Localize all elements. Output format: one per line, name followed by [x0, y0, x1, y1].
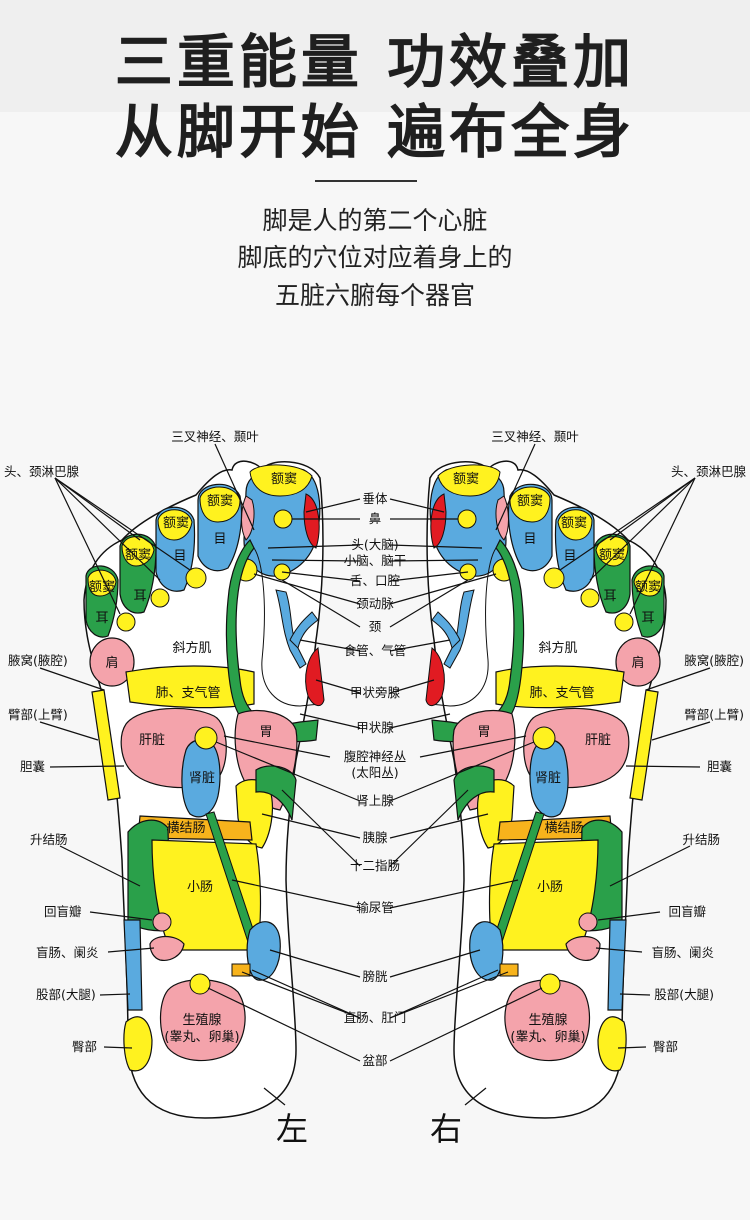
zone-label: 肩	[105, 655, 118, 671]
zone-label: 额窦	[207, 494, 233, 509]
zone-label: 横结肠	[544, 821, 583, 836]
right-label-upper-arm: 臂部(上臂)	[684, 707, 744, 722]
zone-label: 额窦	[271, 472, 297, 487]
zone-label: 耳	[641, 611, 654, 626]
left-label-ileocecal: 回盲瓣	[44, 904, 82, 919]
left-label-thigh: 股部(大腿)	[36, 987, 96, 1002]
zone-label: (睾丸、卵巢)	[164, 1029, 239, 1045]
center-label-rectum: 直肠、肛门	[344, 1010, 407, 1025]
zone-label: 额窦	[635, 580, 661, 595]
right-label-ileocecal: 回盲瓣	[668, 904, 706, 919]
right-label-gallbladder: 胆囊	[707, 759, 732, 774]
divider	[315, 180, 417, 182]
center-label-solar-plexus: (太阳丛)	[351, 765, 398, 780]
zone-label: 耳	[603, 589, 616, 604]
headline-line-2: 从脚开始 遍布全身	[114, 98, 636, 166]
right-label-thigh: 股部(大腿)	[654, 987, 714, 1002]
right-label-ascending-colon: 升结肠	[682, 832, 720, 847]
center-label-pancreas: 胰腺	[362, 830, 388, 845]
zone-label: 肩	[631, 655, 644, 671]
headline-line-1: 三重能量 功效叠加	[114, 28, 636, 96]
left-label-lymph: 头、颈淋巴腺	[4, 464, 80, 479]
center-label-pelvis: 盆部	[362, 1053, 387, 1068]
zone-label: 额窦	[89, 580, 115, 595]
right-foot-label: 右	[430, 1110, 462, 1148]
header-band	[0, 0, 750, 112]
zone-label: 胃	[259, 725, 272, 740]
center-label-adrenal: 肾上腺	[356, 793, 394, 808]
right-label-trigeminal: 三叉神经、颞叶	[491, 429, 579, 444]
right-side-labels: 三叉神经、颞叶 头、颈淋巴腺 腋窝(腋腔) 臂部(上臂) 胆囊 升结肠 回盲瓣 …	[491, 429, 746, 1054]
left-label-armpit: 腋窝(腋腔)	[8, 653, 68, 668]
zone-label: 额窦	[599, 548, 625, 563]
right-label-armpit: 腋窝(腋腔)	[684, 653, 744, 668]
intro-line-3: 五脏六腑每个器官	[274, 281, 475, 310]
center-label-carotid: 颈动脉	[356, 596, 394, 611]
center-label-pituitary: 垂体	[362, 491, 388, 506]
left-label-ascending-colon: 升结肠	[30, 832, 68, 847]
left-label-trigeminal: 三叉神经、颞叶	[171, 429, 259, 444]
zone-label: 胃	[477, 725, 490, 740]
zone-label: 斜方肌	[538, 640, 577, 656]
center-label-tongue: 舌、口腔	[350, 573, 400, 588]
zone-label: 额窦	[125, 548, 151, 563]
zone-label: 额窦	[453, 472, 479, 487]
center-label-cerebellum: 小脑、脑干	[344, 553, 407, 568]
zone-label: 额窦	[561, 516, 587, 531]
center-label-thyroid: 甲状腺	[356, 720, 394, 735]
zone-label: 斜方肌	[172, 640, 211, 656]
center-label-ureter: 输尿管	[356, 900, 394, 915]
center-label-head: 头(大脑)	[351, 537, 398, 552]
zone-label: 肾脏	[535, 771, 561, 786]
center-labels: 垂体 鼻 头(大脑) 小脑、脑干 舌、口腔 颈动脉 颈 食管、气管 甲状旁腺 甲…	[344, 491, 407, 1068]
left-label-buttock: 臀部	[72, 1039, 97, 1054]
zone-label: 肝脏	[139, 733, 165, 748]
intro-line-2: 脚底的穴位对应着身上的	[237, 243, 513, 272]
center-label-nose: 鼻	[369, 511, 382, 526]
right-label-buttock: 臀部	[653, 1039, 678, 1054]
zone-label: 生殖腺	[528, 1012, 567, 1028]
zone-label: 额窦	[163, 516, 189, 531]
right-label-cecum: 盲肠、阑炎	[651, 945, 714, 960]
zone-label: 肝脏	[585, 733, 611, 748]
left-zone-labels: 额窦 额窦 额窦 额窦 额窦 目 目 耳 耳 斜方肌 肩 肺、支气管 肝脏 胃 …	[89, 472, 297, 1045]
center-label-parathyroid: 甲状旁腺	[350, 685, 401, 700]
zone-label: 肺、支气管	[155, 685, 220, 701]
right-label-lymph: 头、颈淋巴腺	[671, 464, 747, 479]
center-label-duodenum: 十二指肠	[350, 858, 400, 873]
zone-label: 耳	[133, 589, 146, 604]
zone-label: (睾丸、卵巢)	[510, 1029, 585, 1045]
zone-label: 目	[563, 549, 576, 564]
left-label-upper-arm: 臂部(上臂)	[8, 707, 68, 722]
center-label-esophagus: 食管、气管	[344, 643, 407, 658]
center-label-bladder: 膀胱	[362, 969, 388, 984]
zone-label: 小肠	[187, 880, 213, 895]
zone-label: 肾脏	[189, 771, 215, 786]
zone-label: 目	[523, 532, 536, 547]
zone-label: 横结肠	[166, 821, 205, 836]
left-foot-label: 左	[276, 1110, 308, 1148]
right-zone-labels: 额窦 额窦 额窦 额窦 额窦 目 目 耳 耳 斜方肌 肩 肺、支气管 肝脏 胃 …	[453, 472, 661, 1045]
center-label-neck: 颈	[369, 619, 382, 634]
zone-label: 额窦	[517, 494, 543, 509]
zone-label: 小肠	[537, 880, 563, 895]
zone-label: 耳	[95, 611, 108, 626]
left-side-labels: 三叉神经、颞叶 头、颈淋巴腺 腋窝(腋腔) 臂部(上臂) 胆囊 升结肠 回盲瓣 …	[4, 429, 259, 1054]
zone-label: 肺、支气管	[529, 685, 594, 701]
left-label-gallbladder: 胆囊	[20, 759, 45, 774]
zone-label: 目	[173, 549, 186, 564]
zone-label: 目	[213, 532, 226, 547]
center-label-celiac-plexus: 腹腔神经丛	[344, 749, 407, 764]
intro-line-1: 脚是人的第二个心脏	[262, 206, 488, 235]
leader-lines	[39, 443, 711, 1106]
zone-label: 生殖腺	[182, 1012, 221, 1028]
left-label-cecum: 盲肠、阑炎	[36, 945, 99, 960]
